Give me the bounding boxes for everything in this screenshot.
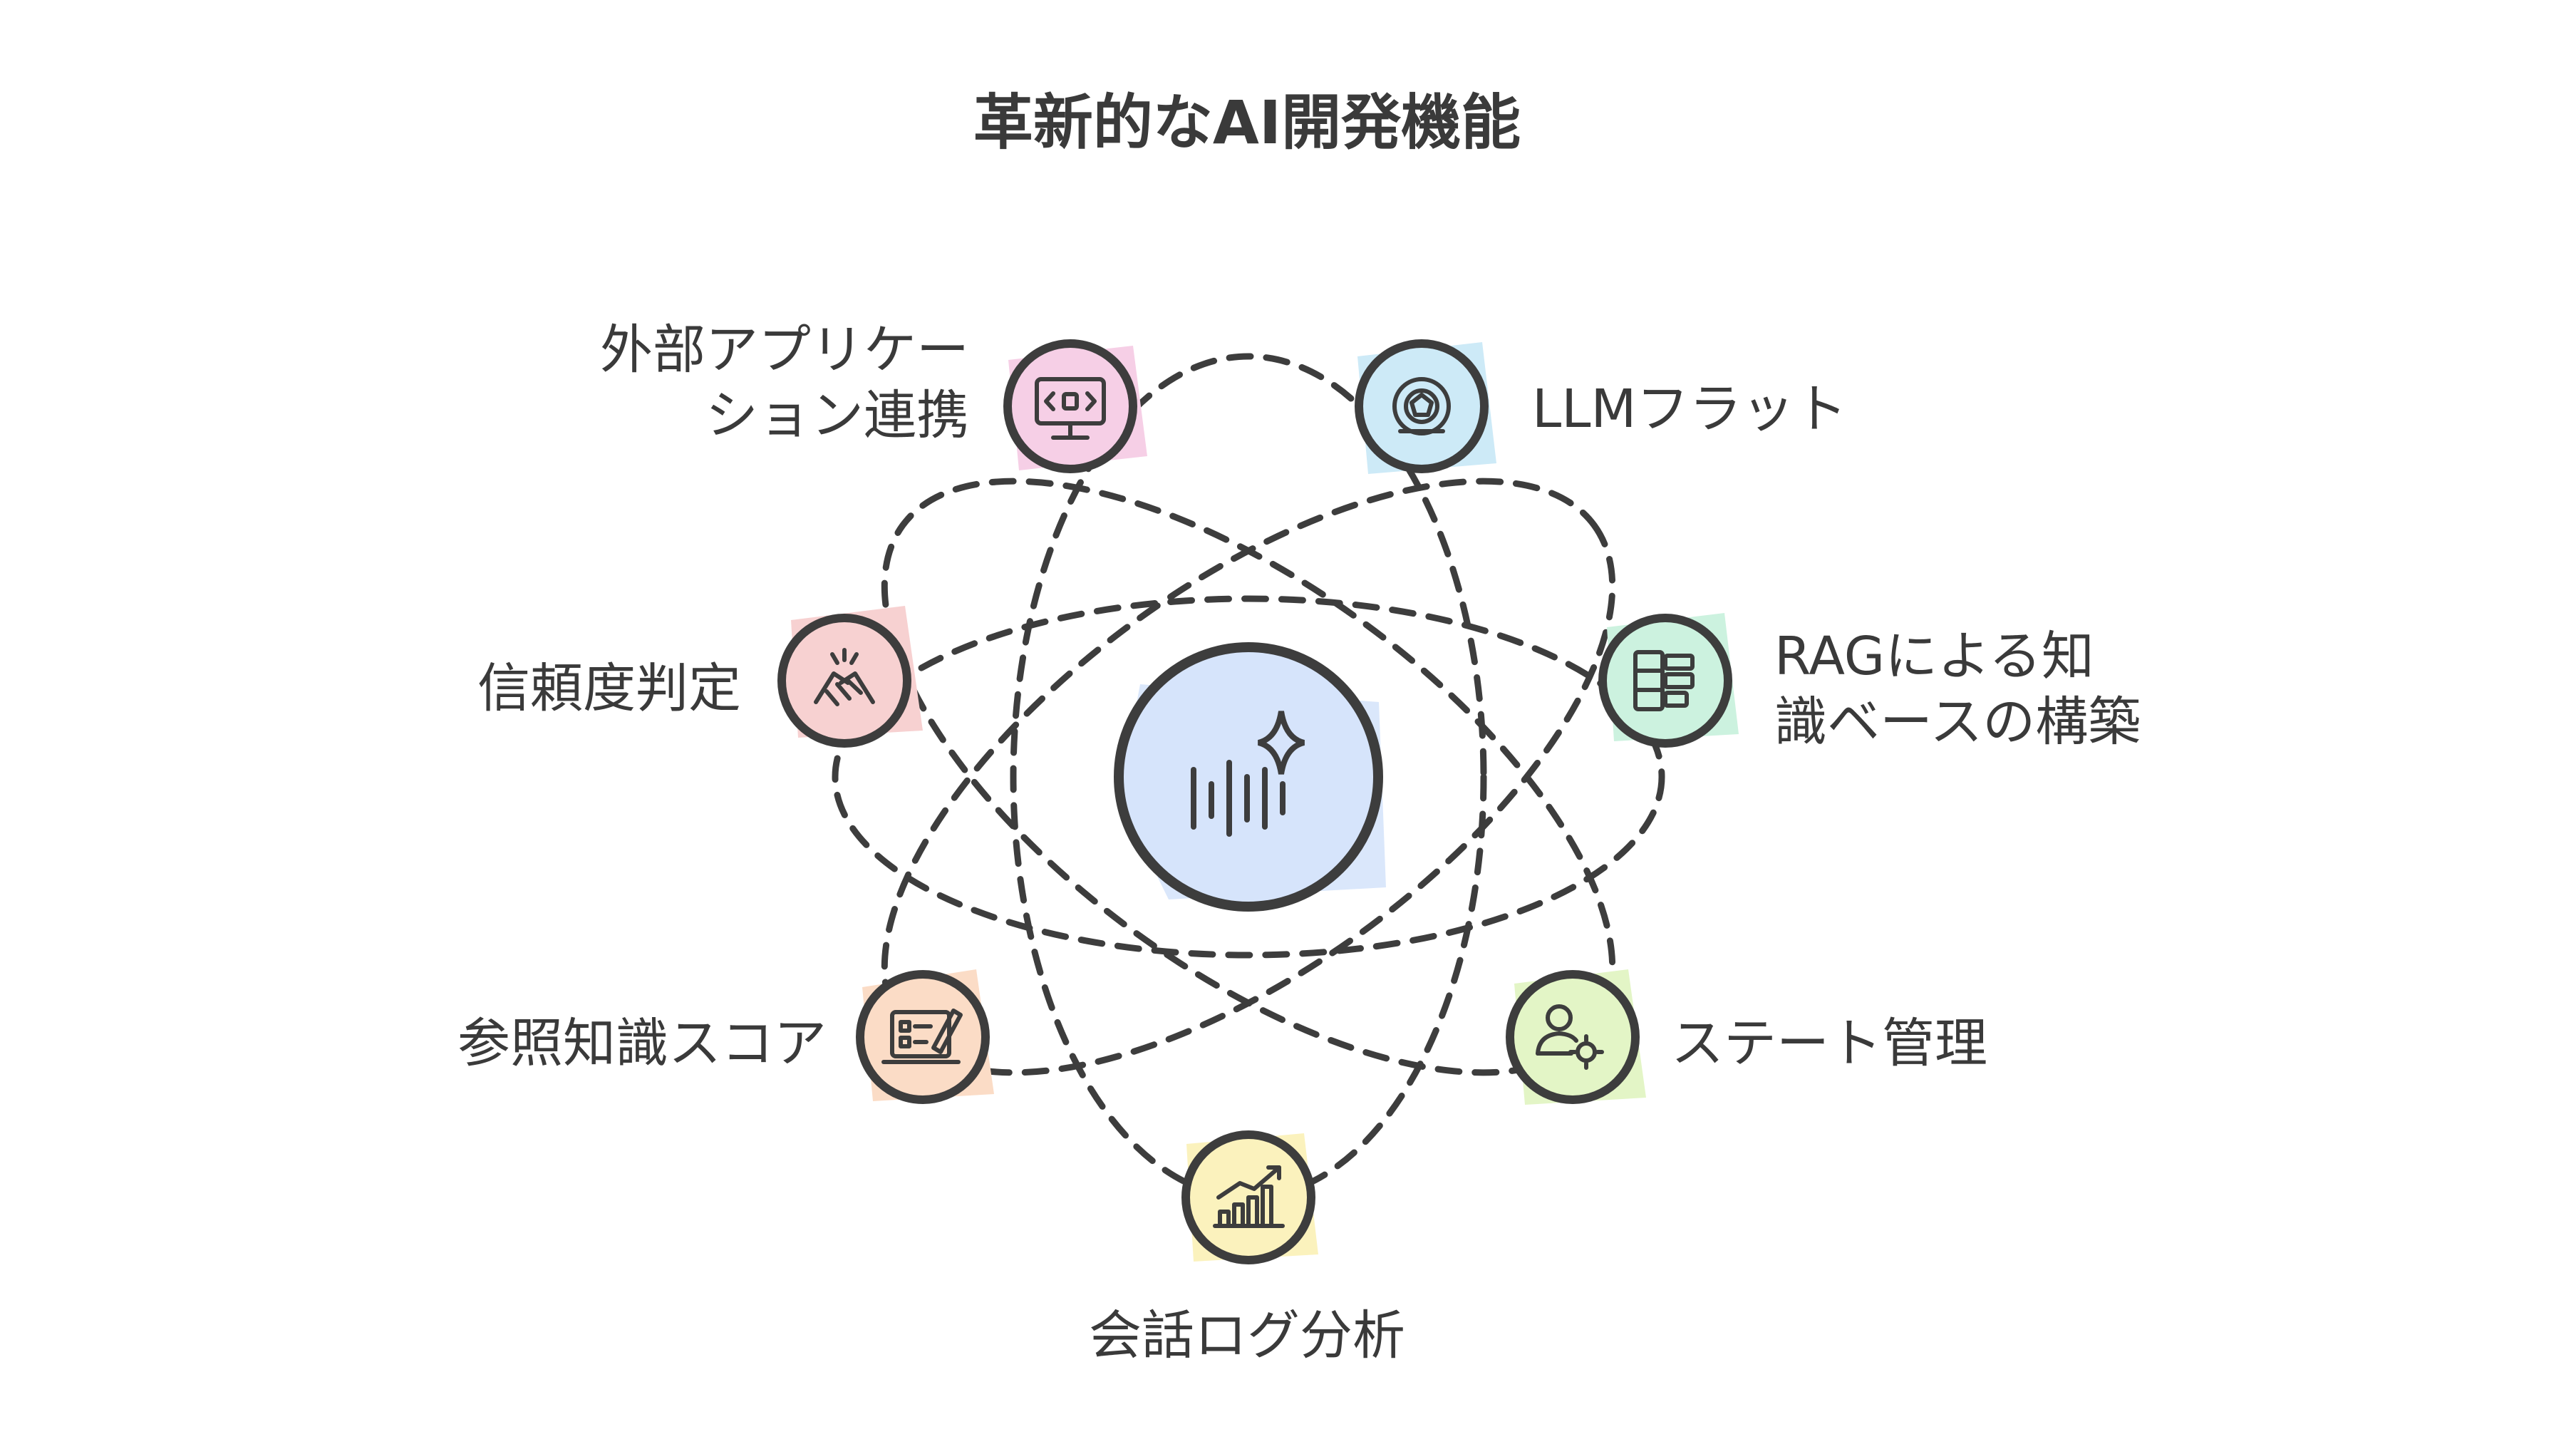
label-llm-flat: LLMフラット (1532, 378, 1848, 440)
label-reference-score: 参照知識スコア (457, 1013, 827, 1074)
node-confidence (777, 606, 923, 748)
code-monitor-icon (1035, 377, 1106, 440)
node-reference-circle (856, 970, 990, 1104)
sparkle-waveform-icon (1191, 711, 1305, 837)
center-hub (1114, 642, 1386, 912)
label-external-integration: 外部アプリケー ション連携 (600, 319, 969, 446)
database-layers-icon (1633, 650, 1695, 711)
node-log-analysis (1181, 1130, 1318, 1264)
label-rag: RAGによる知 識ベースの構築 (1774, 626, 2141, 753)
node-reference-score (856, 969, 994, 1104)
edit-document-icon (881, 1009, 963, 1064)
node-rag (1598, 613, 1739, 748)
label-state-management: ステート管理 (1671, 1013, 1987, 1074)
page-title: 革新的なAI開発機能 (973, 88, 1521, 158)
node-llm-flat (1355, 339, 1496, 474)
user-gear-icon (1536, 1004, 1604, 1070)
handshake-icon (814, 648, 875, 706)
label-log-analysis: 会話ログ分析 (1089, 1305, 1405, 1366)
orbit-ring-horizontal (832, 595, 1665, 959)
growth-chart-icon (1213, 1165, 1285, 1228)
node-external-integration (1003, 339, 1147, 473)
node-state-management (1506, 969, 1646, 1105)
wheel-icon (1392, 377, 1451, 435)
label-confidence: 信頼度判定 (477, 658, 741, 719)
node-llm-circle (1355, 339, 1489, 473)
